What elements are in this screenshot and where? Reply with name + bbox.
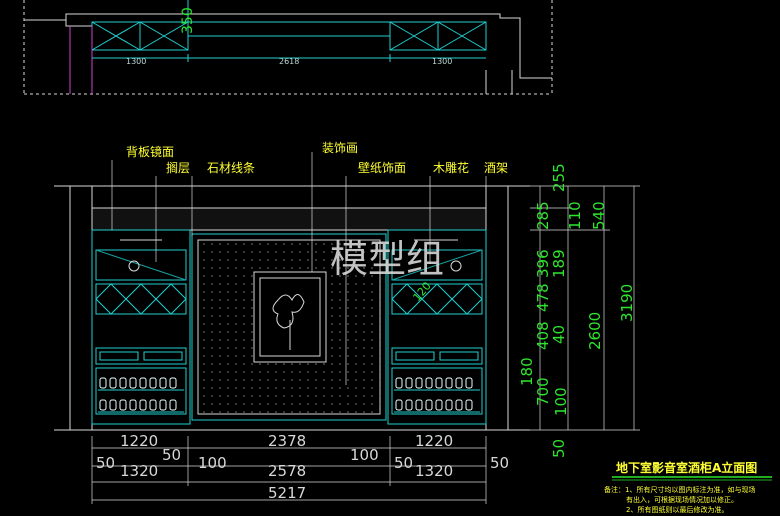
wine-bottle bbox=[169, 399, 177, 411]
dim-3190: 3190 bbox=[618, 284, 636, 322]
note-line-3: 2、所有图纸则以最后修改为准。 bbox=[626, 505, 728, 514]
dim-189: 189 bbox=[550, 249, 568, 278]
label-wood-carving: 木雕花 bbox=[433, 160, 469, 175]
wine-bottle bbox=[415, 377, 423, 389]
wine-bottle bbox=[109, 399, 117, 411]
label-wallpaper: 壁纸饰面 bbox=[358, 160, 406, 175]
wine-bottle bbox=[149, 377, 157, 389]
dim-180: 180 bbox=[518, 357, 536, 386]
dim-285: 285 bbox=[534, 201, 552, 230]
wine-bottle bbox=[159, 377, 167, 389]
bottom-dimension-lines bbox=[91, 436, 487, 504]
wine-bottles bbox=[98, 377, 480, 413]
dim-396: 396 bbox=[534, 249, 552, 278]
dim-50: 50 bbox=[550, 439, 568, 458]
dim-408: 408 bbox=[534, 321, 552, 350]
wine-bottle bbox=[405, 377, 413, 389]
dim-2600: 2600 bbox=[586, 312, 604, 350]
dim-50-c: 50 bbox=[394, 454, 413, 472]
label-back-mirror: 背板镜面 bbox=[126, 144, 174, 159]
wine-bottle bbox=[445, 377, 453, 389]
wine-bottle bbox=[119, 399, 127, 411]
plan-dim-right: 1300 bbox=[432, 57, 452, 66]
dim-110: 110 bbox=[566, 201, 584, 230]
left-wine-cabinet bbox=[91, 229, 191, 425]
label-stone-strip: 石材线条 bbox=[207, 161, 255, 175]
tag-120: 120 bbox=[410, 279, 433, 303]
dim-2378: 2378 bbox=[268, 432, 306, 450]
dim-478: 478 bbox=[534, 283, 552, 312]
wine-bottle bbox=[425, 399, 433, 411]
wine-bottle bbox=[169, 377, 177, 389]
wine-bottle bbox=[445, 399, 453, 411]
dim-100-a: 100 bbox=[198, 454, 227, 472]
wine-bottle bbox=[395, 377, 403, 389]
wine-bottle bbox=[129, 377, 137, 389]
wine-bottle bbox=[129, 399, 137, 411]
dim-5217: 5217 bbox=[268, 484, 306, 502]
label-wine-rack: 酒架 bbox=[484, 161, 508, 175]
wine-bottle bbox=[435, 377, 443, 389]
drawing-title: 地下室影音室酒柜A立面图 bbox=[616, 460, 757, 475]
wine-bottle bbox=[159, 399, 167, 411]
note-line-1: 备注：1、所有尺寸均以图内标注为准，如与现场 bbox=[604, 485, 755, 494]
wine-bottle bbox=[109, 377, 117, 389]
wine-bottle bbox=[395, 399, 403, 411]
wine-bottle bbox=[455, 399, 463, 411]
label-shelf: 搁层 bbox=[166, 160, 190, 175]
leader-lines bbox=[111, 152, 487, 385]
right-dimension-lines bbox=[530, 185, 640, 431]
wine-bottle bbox=[139, 399, 147, 411]
dim-100: 100 bbox=[552, 387, 570, 416]
wine-bottle bbox=[435, 399, 443, 411]
dim-1320-left: 1320 bbox=[120, 462, 158, 480]
wine-bottle bbox=[415, 399, 423, 411]
dim-1220-right: 1220 bbox=[415, 432, 453, 450]
wine-bottle bbox=[405, 399, 413, 411]
dim-700: 700 bbox=[534, 377, 552, 406]
dim-50-b: 50 bbox=[162, 446, 181, 464]
dim-40: 40 bbox=[550, 325, 568, 344]
label-decor-painting: 装饰画 bbox=[322, 141, 358, 155]
wine-bottle bbox=[149, 399, 157, 411]
dim-1220-left: 1220 bbox=[120, 432, 158, 450]
plan-fragment bbox=[23, 0, 553, 95]
dim-540: 540 bbox=[590, 201, 608, 230]
elevation-frame bbox=[54, 185, 530, 431]
dim-2578: 2578 bbox=[268, 462, 306, 480]
wine-bottle bbox=[119, 377, 127, 389]
dim-100-b: 100 bbox=[350, 446, 379, 464]
note-line-2: 有出入，可根据现场情况加以修正。 bbox=[626, 495, 738, 504]
wine-bottle bbox=[139, 377, 147, 389]
plan-dim-mid: 2618 bbox=[279, 57, 299, 66]
wine-bottle bbox=[99, 399, 107, 411]
right-wine-cabinet bbox=[387, 229, 487, 425]
dim-50-d: 50 bbox=[490, 454, 509, 472]
dim-50-a: 50 bbox=[96, 454, 115, 472]
wine-bottle bbox=[455, 377, 463, 389]
plan-dim-left: 1300 bbox=[126, 57, 146, 66]
center-wallpaper-panel bbox=[191, 233, 387, 421]
wine-bottle bbox=[99, 377, 107, 389]
wine-bottle bbox=[465, 377, 473, 389]
dim-255: 255 bbox=[550, 163, 568, 192]
wine-bottle bbox=[465, 399, 473, 411]
plan-dim-vert: 350 bbox=[180, 7, 196, 34]
dim-1320-right: 1320 bbox=[415, 462, 453, 480]
watermark: 模型组 bbox=[330, 237, 444, 281]
wine-bottle bbox=[425, 377, 433, 389]
